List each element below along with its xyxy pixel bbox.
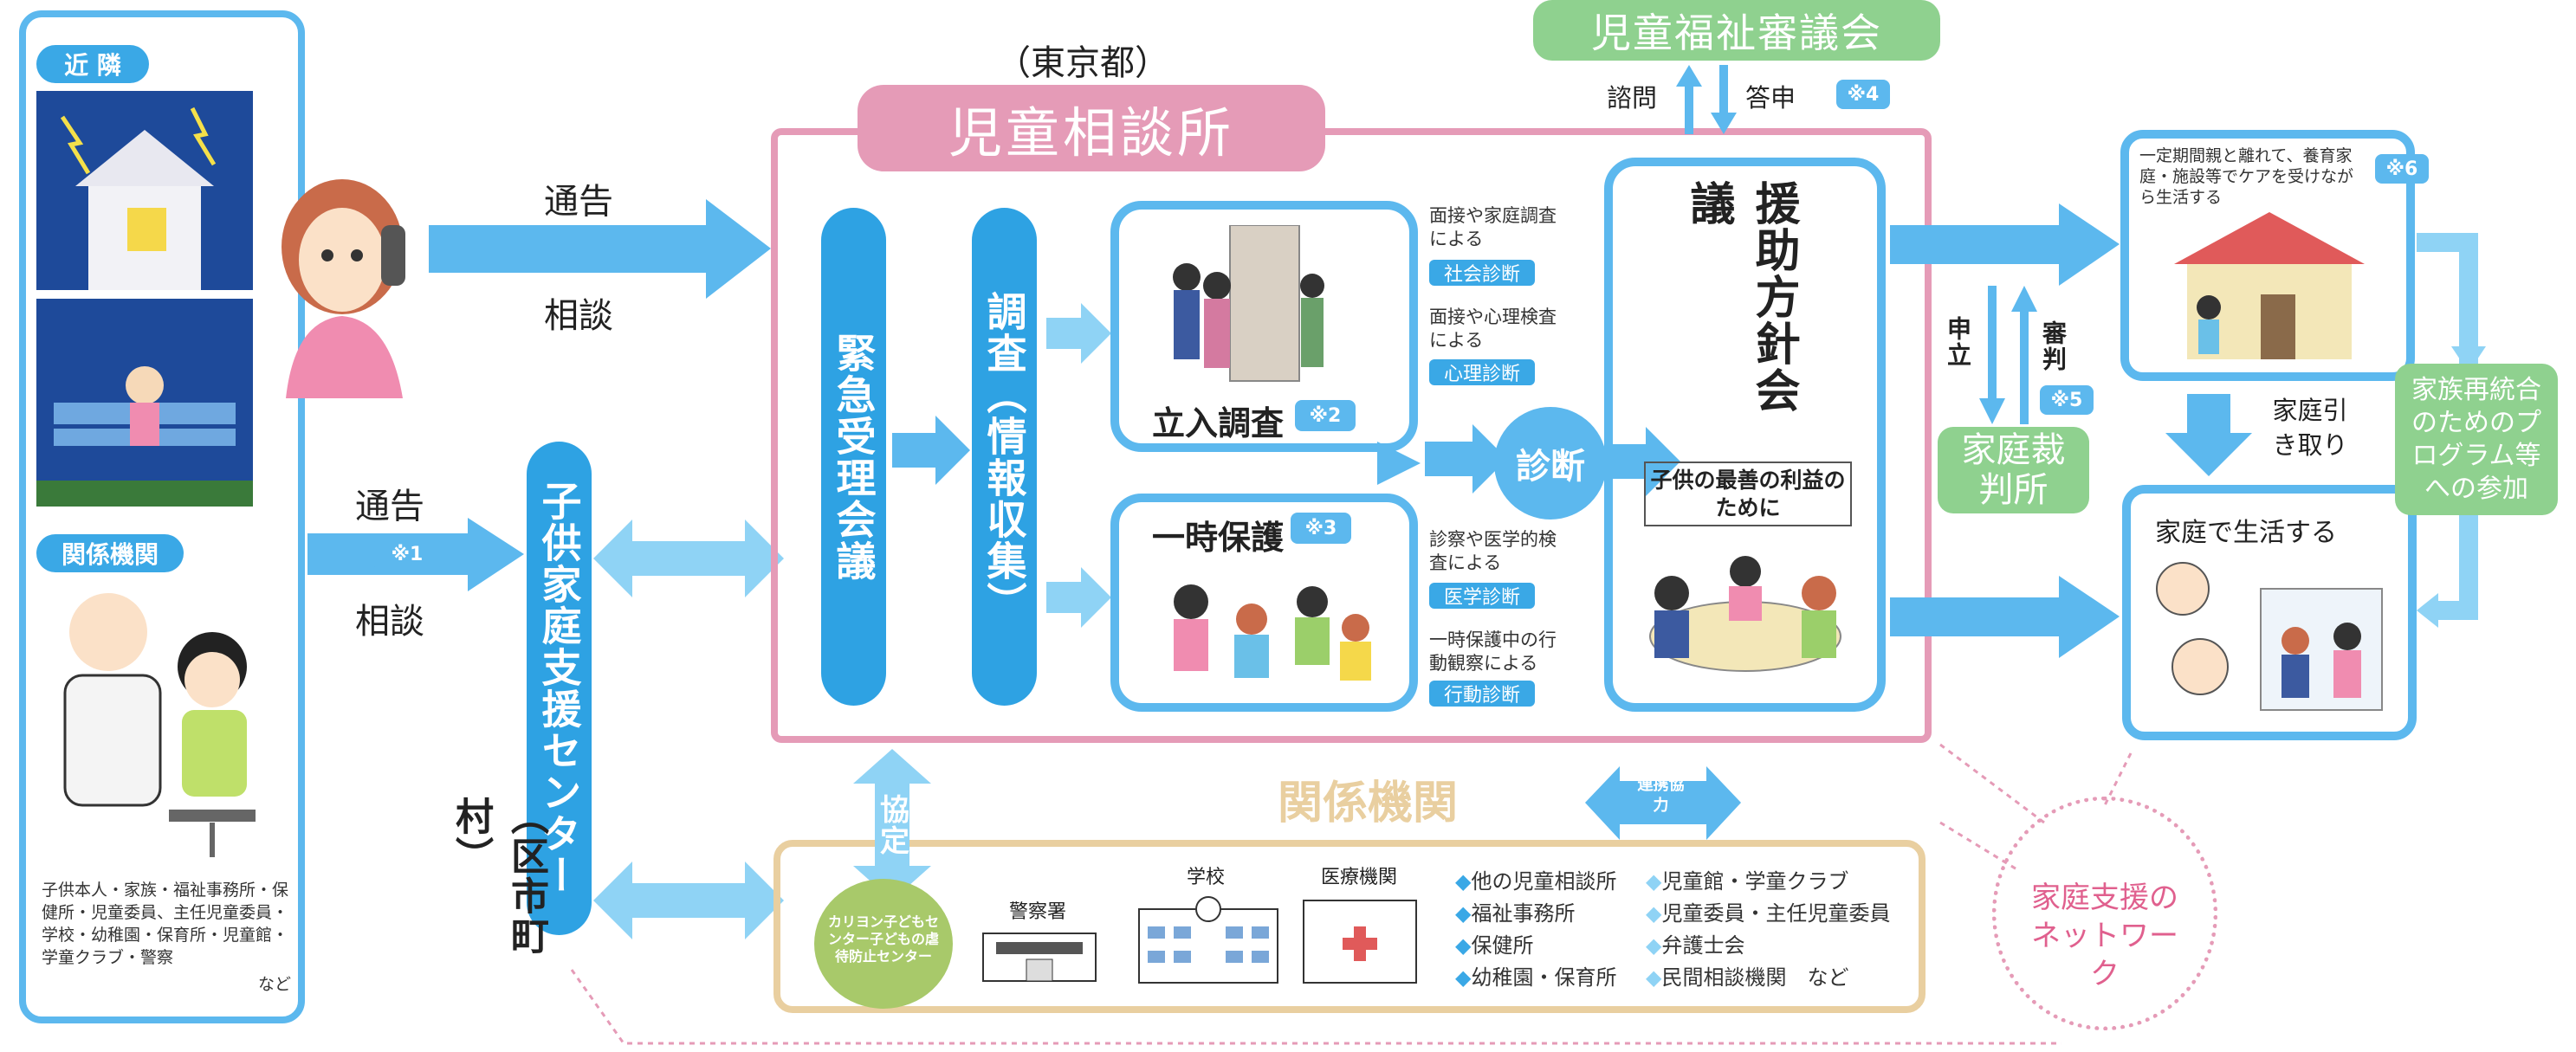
- council-ask-arrow: [1676, 65, 1702, 134]
- diag2-tag: 心理診断: [1429, 359, 1535, 385]
- court-apply-arrow: [1979, 286, 2005, 424]
- left-panel: [19, 10, 305, 1023]
- diag2-text: 面接や心理検査による: [1429, 307, 1557, 351]
- to-foster-arrow: [1890, 203, 2120, 286]
- double-arrow-upper: [593, 520, 784, 597]
- agency-list-b-item: ◆弁護士会: [1646, 933, 1745, 958]
- note5-badge: ※5: [2040, 385, 2094, 415]
- survey-to-temp-arrow: [1046, 567, 1111, 628]
- agency-list-b-item: ◆児童委員・主任児童委員: [1646, 901, 1891, 926]
- court-judge-arrow: [2011, 286, 2037, 424]
- council-title: 児童福祉審議会: [1533, 0, 1940, 61]
- woman-phone-illustration: [260, 173, 424, 398]
- neighbor-label: 近 隣: [36, 45, 149, 83]
- school-icon: [1135, 892, 1282, 987]
- diag1-text: 面接や家庭調査による: [1429, 205, 1557, 249]
- policy-meeting-box: [1604, 158, 1886, 712]
- court-judge: 審判: [2039, 320, 2068, 372]
- related-list: 子供本人・家族・福祉事務所・保健所・児童委員、主任児童委員・学校・幼稚園・保育所…: [42, 881, 289, 967]
- jidou-frame: [771, 128, 1932, 743]
- jidou-title: 児童相談所: [858, 85, 1325, 171]
- foster-text: 一定期間親と離れて、養育家庭・施設等でケアを受けながら生活する: [2139, 146, 2354, 207]
- related-label: 関係機関: [36, 534, 184, 572]
- double-arrow-lower: [593, 862, 784, 939]
- emergency-to-survey-arrow: [892, 416, 970, 485]
- diag3-text: 診察や医学的検査による: [1429, 529, 1557, 573]
- police-label: 警察署: [1009, 900, 1067, 922]
- onsite-box: [1110, 201, 1418, 452]
- onsite-illustration: [1152, 224, 1325, 385]
- consult-label-top: 相談: [544, 297, 613, 335]
- agency-list-a-item: ◆保健所: [1455, 933, 1534, 958]
- council-ask: 諮問: [1607, 85, 1658, 113]
- related-etc: など: [258, 975, 292, 994]
- report-label-mid: 通告: [355, 487, 424, 526]
- school-label: 学校: [1187, 866, 1226, 887]
- diagnosis-circle: 診断: [1494, 407, 1607, 520]
- house-illustration: [36, 91, 253, 290]
- agency-list-b-item: ◆民間相談機関 など: [1646, 965, 1849, 990]
- medical-label: 医療機関: [1321, 866, 1398, 887]
- home-illustration: [2139, 554, 2399, 719]
- foster-illustration: [2157, 212, 2382, 359]
- diag1-tag: 社会診断: [1429, 260, 1535, 286]
- agencies-title: 関係機関: [1278, 778, 1459, 829]
- meeting-illustration: [1637, 532, 1854, 697]
- police-icon: [979, 925, 1100, 985]
- takeback-label: 家庭引き取り: [2272, 397, 2348, 460]
- diagnosis-to-policy-arrow: [1607, 427, 1680, 496]
- council-reply-arrow: [1711, 65, 1737, 134]
- note3-badge: ※3: [1291, 513, 1351, 544]
- policy-subtitle: 子供の最善の利益のために: [1644, 461, 1852, 526]
- tokyo-label: （東京都）: [996, 44, 1169, 82]
- agency-list-a-item: ◆幼稚園・保育所: [1455, 965, 1617, 990]
- support-center-column: 子供家庭支援センター: [527, 442, 592, 935]
- council-reply: 答申: [1745, 85, 1796, 113]
- court-title: 家庭裁判所: [1938, 427, 2089, 513]
- onsite-label: 立入調査: [1152, 406, 1285, 442]
- agree-arrow: [853, 749, 931, 900]
- consult-label-mid: 相談: [355, 603, 424, 641]
- cooperate-arrow: [1585, 766, 1741, 840]
- home-box: [2122, 485, 2417, 740]
- takeback-arrow: [2165, 394, 2252, 476]
- note4-badge: ※4: [1836, 80, 1890, 109]
- network-circle: 家庭支援のネットワーク: [1992, 797, 2217, 1030]
- agency-list-b: ◆児童館・学童クラブ ◆児童委員・主任児童委員 ◆弁護士会 ◆民間相談機関 など: [1646, 866, 1890, 994]
- diag3-tag: 医学診断: [1429, 583, 1535, 609]
- court-apply: 申立: [1944, 316, 1972, 368]
- caring-circle: カリヨン子どもセンター子どもの虐待防止センター: [814, 879, 953, 1009]
- doctor-illustration: [39, 580, 273, 857]
- reunify-to-home-arrow: [2417, 515, 2478, 628]
- note1-badge: ※1: [372, 539, 442, 569]
- agency-list-a-item: ◆他の児童相談所: [1455, 869, 1617, 894]
- diag4-text: 一時保護中の行動観察による: [1429, 629, 1557, 674]
- note2-badge: ※2: [1295, 400, 1356, 431]
- to-home-arrow: [1890, 576, 2120, 658]
- emergency-meeting-column: 緊急受理会議: [821, 208, 886, 706]
- report-arrow-top: [429, 199, 771, 299]
- temp-protection-box: [1110, 494, 1418, 712]
- agencies-frame: [773, 840, 1926, 1013]
- foster-to-reunify-arrow: [2417, 233, 2486, 372]
- to-diagnosis-arrow: [1377, 442, 1421, 485]
- report-label-top: 通告: [544, 183, 613, 221]
- agency-list-b-item: ◆児童館・学童クラブ: [1646, 869, 1849, 894]
- to-diagnosis-arrow-top: [1425, 424, 1507, 494]
- cooperate-label: 連携協力: [1637, 776, 1685, 815]
- medical-icon: [1286, 892, 1434, 987]
- agency-list-a-item: ◆福祉事務所: [1455, 901, 1576, 926]
- agency-list-a: ◆他の児童相談所 ◆福祉事務所 ◆保健所 ◆幼稚園・保育所: [1455, 866, 1616, 994]
- note6-badge: ※6: [2375, 154, 2429, 184]
- diag4-tag: 行動診断: [1429, 681, 1535, 707]
- home-label: 家庭で生活する: [2155, 519, 2337, 547]
- child-bench-illustration: [36, 299, 253, 507]
- reunify-box: 家族再統合のためのプログラム等への参加: [2395, 364, 2558, 515]
- agree-label: 協定: [874, 793, 909, 856]
- temp-protection-illustration: [1148, 558, 1382, 688]
- survey-column: 調査（情報収集）: [972, 208, 1037, 706]
- temp-protection-label: 一時保護: [1152, 520, 1285, 557]
- foster-box: [2120, 130, 2415, 381]
- survey-to-onsite-arrow: [1046, 303, 1111, 364]
